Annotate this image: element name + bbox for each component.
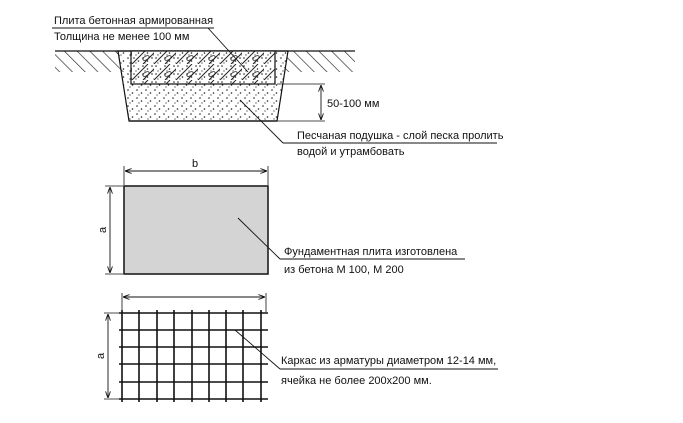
slab-note-line1: Фундаментная плита изготовлена bbox=[284, 246, 458, 258]
sand-label-line2: водой и утрамбовать bbox=[297, 146, 405, 158]
height-label: a bbox=[97, 226, 109, 233]
rebar-note-leader bbox=[234, 329, 281, 370]
ground-right bbox=[283, 51, 355, 72]
rebar-height-label: a bbox=[95, 352, 107, 359]
slab-rectangle bbox=[123, 185, 269, 275]
slab-label-line2: Толщина не менее 100 мм bbox=[54, 31, 189, 43]
ground-left bbox=[55, 51, 126, 72]
rebar-grid bbox=[119, 310, 268, 402]
slab-leader bbox=[207, 27, 249, 73]
width-label: b bbox=[192, 158, 198, 170]
rebar-note-line1: Каркас из арматуры диаметром 12-14 мм, bbox=[281, 355, 496, 367]
rebar-plan: a Каркас из арматуры диаметром 12-14 мм,… bbox=[95, 293, 498, 402]
slab-plan: b a Фундаментная плита изготовлена из бе… bbox=[97, 158, 465, 276]
sand-height-label: 50-100 мм bbox=[327, 98, 379, 110]
rebar-note-line2: ячейка не более 200х200 мм. bbox=[281, 375, 432, 387]
sand-leader bbox=[239, 99, 284, 144]
slab-label-line1: Плита бетонная армированная bbox=[54, 15, 213, 27]
slab-note-line2: из бетона М 100, М 200 bbox=[284, 264, 404, 276]
section-view: 50-100 мм Плита бетонная армированная То… bbox=[52, 15, 504, 158]
slab-note-leader bbox=[237, 217, 281, 260]
sand-label-line1: Песчаная подушка - слой песка пролить bbox=[297, 130, 504, 142]
